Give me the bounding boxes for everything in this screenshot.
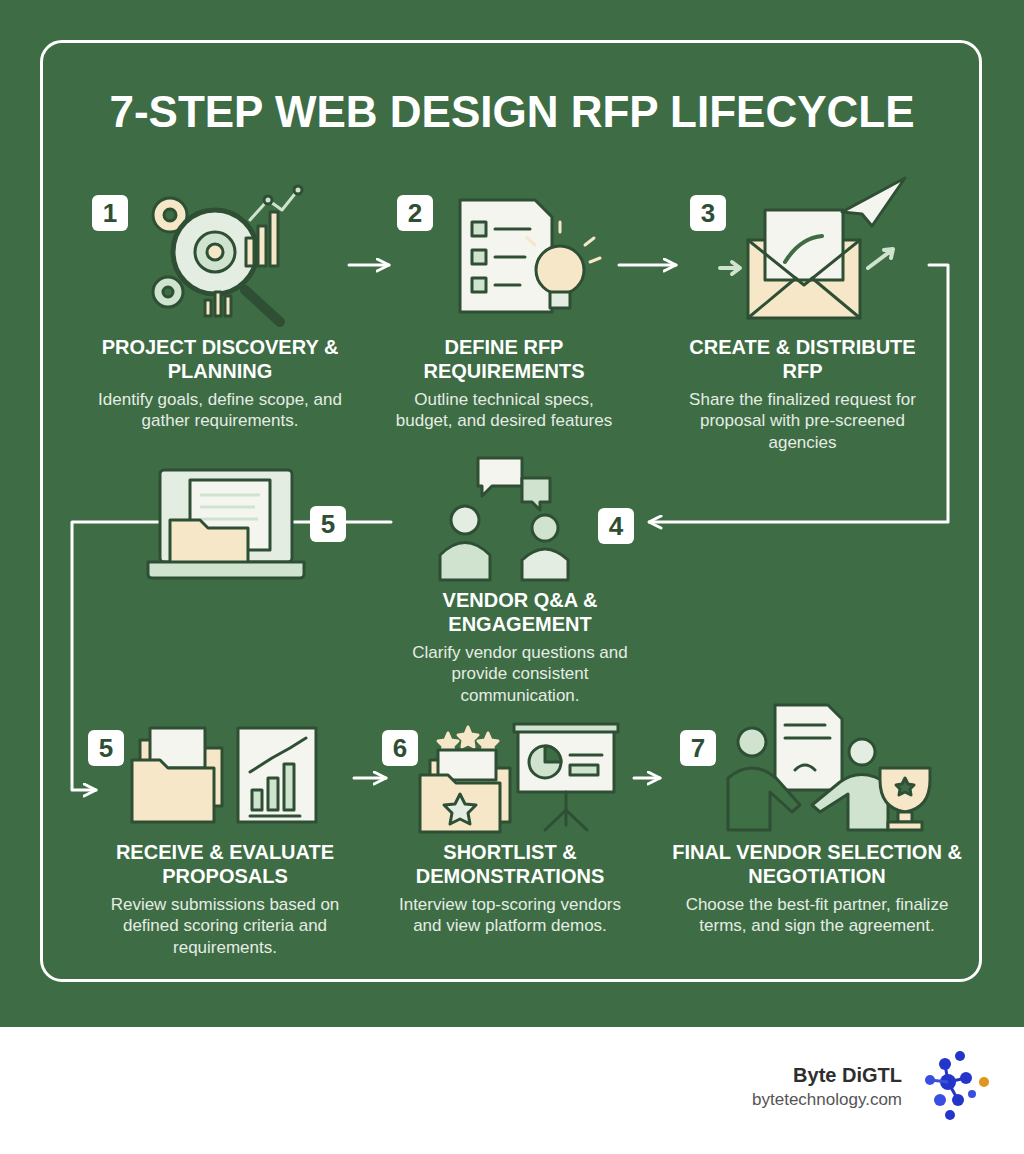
- footer-text: bytetechnology.com: [640, 1090, 902, 1110]
- step-heading: CREATE & DISTRIBUTE RFP: [680, 335, 925, 383]
- callout-number: 5: [99, 735, 113, 761]
- step-heading: PROJECT DISCOVERY & PLANNING: [95, 335, 345, 383]
- step-badge: 4: [598, 508, 634, 544]
- step-heading: FINAL VENDOR SELECTION & NEGOTIATION: [664, 840, 970, 888]
- step-description: Interview top-scoring vendors and view p…: [390, 894, 630, 937]
- step-description: Identify goals, define scope, and gather…: [95, 389, 345, 432]
- step-badge: 7: [680, 730, 716, 766]
- callout-number: 4: [609, 513, 623, 539]
- callout-number: 3: [701, 200, 715, 226]
- step-box: RECEIVE & EVALUATE PROPOSALS Review submi…: [100, 720, 350, 962]
- step-description: Clarify vendor questions and provide con…: [395, 642, 645, 706]
- step-badge: 5: [88, 730, 124, 766]
- footer-label: Byte DiGTL: [793, 1064, 902, 1086]
- callout-number: 5: [321, 511, 335, 537]
- step-description: Outline technical specs, budget, and des…: [393, 389, 615, 432]
- step-box: PROJECT DISCOVERY & PLANNING Identify goa…: [95, 190, 345, 436]
- step-description: Choose the best-fit partner, finalize te…: [664, 894, 970, 937]
- callout-number: 2: [408, 200, 422, 226]
- step-box: SHORTLIST & DEMONSTRATIONS Interview top-…: [390, 720, 630, 941]
- step-heading: SHORTLIST & DEMONSTRATIONS: [390, 840, 630, 888]
- step-badge: 1: [92, 195, 128, 231]
- step-heading: DEFINE RFP REQUIREMENTS: [393, 335, 615, 383]
- callout-number: 6: [393, 735, 407, 761]
- step-badge: 6: [382, 730, 418, 766]
- callout-number: 7: [691, 735, 705, 761]
- step-badge: 5: [310, 506, 346, 542]
- step-heading: VENDOR Q&A & ENGAGEMENT: [395, 588, 645, 636]
- flow-arrow: [72, 522, 391, 790]
- flow-arrow: [634, 777, 660, 780]
- footer-text: Byte DiGTL: [640, 1064, 902, 1087]
- step-description: Share the finalized request for proposal…: [680, 389, 925, 453]
- flow-arrow: [619, 264, 676, 267]
- footer-label: bytetechnology.com: [752, 1090, 902, 1109]
- step-badge: 3: [690, 195, 726, 231]
- flow-arrow: [349, 264, 389, 267]
- diagram-title: 7-STEP WEB DESIGN RFP LIFECYCLE: [20, 88, 1004, 136]
- callout-number: 1: [103, 200, 117, 226]
- step-badge: 2: [397, 195, 433, 231]
- step-description: Review submissions based on defined scor…: [100, 894, 350, 958]
- step-heading: RECEIVE & EVALUATE PROPOSALS: [100, 840, 350, 888]
- flow-arrow: [354, 777, 386, 780]
- step-box: VENDOR Q&A & ENGAGEMENT Clarify vendor qu…: [395, 455, 645, 710]
